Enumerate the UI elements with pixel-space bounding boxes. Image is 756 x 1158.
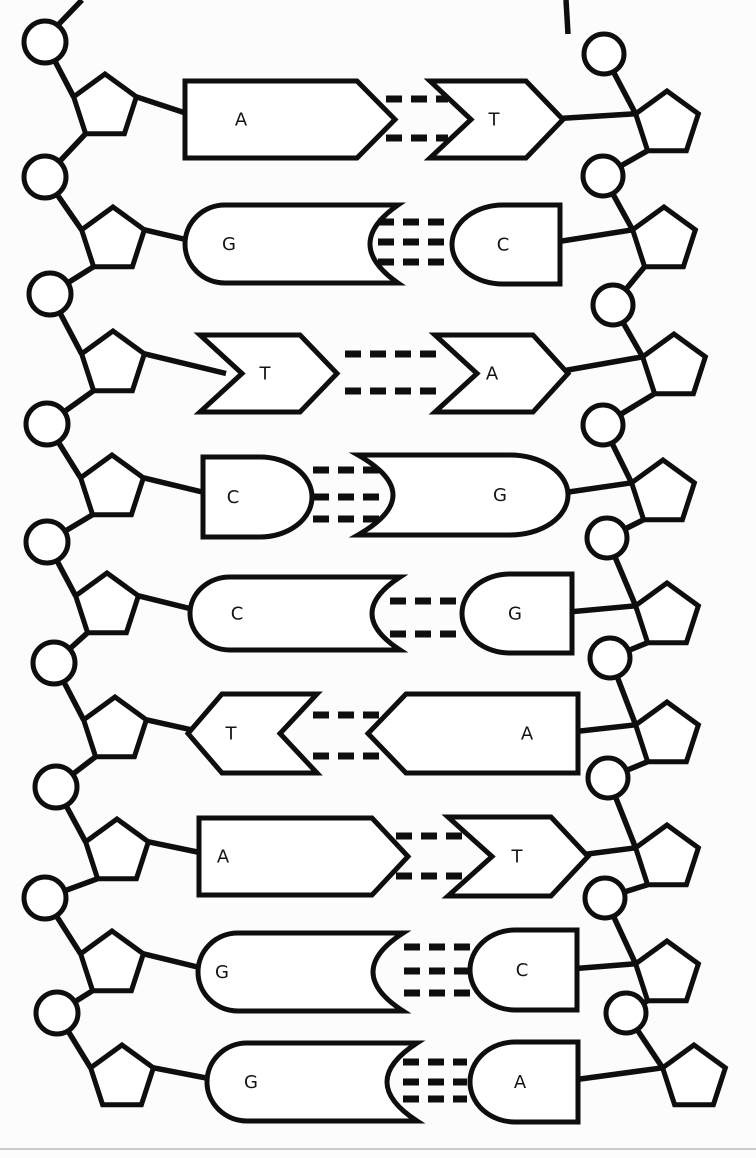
base-label: C [227,487,240,508]
base-right-T [423,78,567,161]
base-left-G [182,202,406,286]
sugar-pentagon [82,815,152,882]
base-right-G [348,452,571,538]
phosphate-circle [580,402,626,448]
base-left-G [195,930,412,1014]
phosphate-circle [582,875,628,921]
sugar-pentagon [628,456,698,523]
base-right-A [364,691,581,776]
sugar-base-link [143,351,227,377]
backbone-links [42,0,665,1085]
base-shapes [182,78,592,1125]
sugar-pentagon [632,698,702,765]
base-label: C [231,604,244,625]
phosphate-circle [26,270,74,318]
base-right-C [449,202,563,287]
phosphate-circle [587,635,633,681]
sugar-pentagon [632,579,702,646]
sugar-pentagon [632,87,702,154]
base-label: G [215,962,229,983]
base-label: T [488,110,501,131]
base-left-C [187,574,409,653]
base-label: T [225,724,238,745]
base-label: G [244,1072,258,1093]
sugar-pentagon [87,1041,157,1108]
base-label: C [516,960,529,981]
base-label: C [497,235,510,256]
base-right-A [428,332,572,415]
phosphate-circle [585,755,631,801]
sugar-pentagon [78,327,148,394]
hydrogen-bonds [313,95,470,1103]
phosphate-circles [21,18,649,1037]
base-labels: A T G C T A C G C G T A A T G C G A [215,110,534,1094]
sugar-pentagon [72,569,142,636]
phosphate-circle [590,282,636,328]
base-left-C [200,454,315,540]
sugar-pentagon [639,330,709,397]
base-label: T [259,364,272,385]
base-left-T [184,691,323,776]
phosphate-circle [21,153,69,201]
phosphate-circle [603,990,649,1036]
base-left-A [182,78,399,161]
phosphate-circle [32,763,80,811]
base-label: G [508,604,522,625]
sugar-pentagon [632,821,702,888]
sugar-pentagon [80,693,150,760]
sugar-pentagon [77,451,147,518]
sugar-pentagon [70,70,140,137]
sugar-pentagon [78,203,148,270]
phosphate-circle [581,31,627,77]
sugar-pentagons [70,70,729,1108]
base-label: G [222,234,236,255]
sugar-pentagon [77,927,147,994]
base-right-C [467,927,580,1013]
sugar-pentagon [629,203,699,270]
base-label: A [235,110,248,131]
base-left-A [196,815,412,898]
base-left-G [204,1040,426,1124]
phosphate-circle [23,518,71,566]
phosphate-circle [584,515,630,561]
base-label: A [217,847,230,868]
base-right-G [459,571,575,656]
sugar-pentagon [632,937,702,1004]
base-label: G [493,485,507,506]
base-right-T [441,814,592,899]
base-label: A [521,724,534,745]
strand-continuation [56,0,84,27]
phosphate-circle [30,639,78,687]
phosphate-circle [21,18,69,66]
base-left-T [193,332,341,415]
phosphate-circle [33,989,81,1037]
strand-continuation [563,0,571,35]
base-label: T [511,847,524,868]
base-label: A [486,364,499,385]
phosphate-circle [23,400,71,448]
phosphate-circle [21,874,69,922]
phosphate-circle [580,153,626,199]
sugar-pentagon [659,1041,729,1108]
base-label: A [514,1072,527,1093]
base-right-A [467,1039,581,1125]
